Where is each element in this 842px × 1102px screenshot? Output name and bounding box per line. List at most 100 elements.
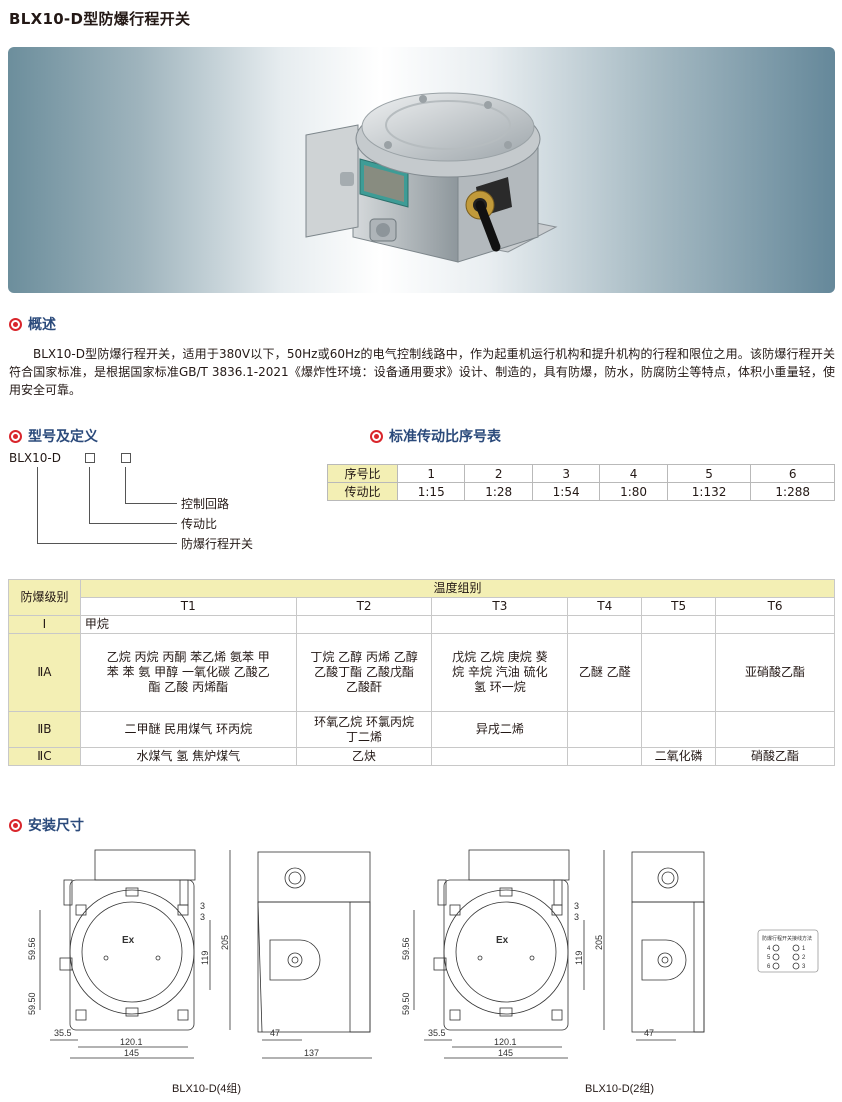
header-t1: T1 [79,597,297,616]
table-row: ⅡB 二甲醚 民用煤气 环丙烷 环氧乙烷 环氯丙烷 丁二烯 异戌二烯 [8,711,835,748]
dim-59-50: 59.50 [401,992,411,1015]
header-t3: T3 [431,597,569,616]
table-cell: 丁烷 乙醇 丙烯 乙醇 乙酸丁酯 乙酸戊酯 乙酸酐 [295,633,433,712]
ex-badge: Ex [122,935,135,946]
dim-59-50: 59.50 [27,992,37,1015]
section-ratio-heading: 标准传动比序号表 [370,426,501,446]
table-cell: 乙炔 [295,747,433,766]
header-t2: T2 [295,597,433,616]
terminal-6: 6 [767,964,771,970]
section-install-label: 安装尺寸 [28,818,84,834]
table-cell [295,615,433,634]
table-cell [715,615,835,634]
table-row: 传动比 1:15 1:28 1:54 1:80 1:132 1:288 [327,482,835,501]
model-item-ratio: 传动比 [181,517,218,531]
table-cell: 亚硝酸乙酯 [715,633,835,712]
level-cell: ⅡB [8,711,81,748]
terminal-1: 1 [802,946,806,952]
dim-205: 205 [594,935,604,950]
terminal-4: 4 [767,946,771,952]
header-t5: T5 [641,597,717,616]
ratio-number: 5 [666,464,752,483]
dim-47: 47 [270,1028,280,1038]
switch-illustration [305,92,558,263]
table-cell: 环氧乙烷 环氯丙烷 丁二烯 [295,711,433,748]
bullet-icon [9,317,22,331]
caption-2-groups: BLX10-D(2组) [585,1081,654,1095]
level-cell: Ⅰ [8,615,81,634]
ratio-number: 3 [531,464,601,483]
section-model-label: 型号及定义 [28,429,98,445]
ratio-value: 1:80 [599,482,668,501]
ratio-value: 1:132 [666,482,752,501]
overview-text: BLX10-D型防爆行程开关，适用于380V以下，50Hz或60Hz的电气控制线… [9,347,835,397]
front-view-2 [433,849,570,1031]
table-cell: 水煤气 氢 焦炉煤气 [79,747,297,766]
dim-59-56: 59.56 [401,937,411,960]
table-cell: 乙醚 乙醛 [567,633,643,712]
level-cell: ⅡA [8,633,81,712]
dim-120-1: 120.1 [494,1037,517,1047]
ratio-row1-label: 序号比 [327,464,398,483]
dim-3: 3 [200,901,205,911]
header-t4: T4 [567,597,643,616]
table-cell [641,633,717,712]
header-group: 温度组别 [79,579,836,598]
ex-badge: Ex [496,935,509,946]
table-cell [641,615,717,634]
side-view-2 [631,851,705,1033]
page-title: BLX10-D型防爆行程开关 [9,10,191,28]
header-t6: T6 [715,597,835,616]
table-cell: 二氧化磷 [641,747,717,766]
table-cell [567,615,643,634]
ratio-table: 序号比 1 2 3 4 5 6 传动比 1:15 1:28 1:54 1:80 … [327,464,835,501]
bullet-icon [9,429,22,443]
terminal-5: 5 [767,955,771,961]
terminal-3: 3 [802,964,806,970]
section-install-heading: 安装尺寸 [9,815,84,835]
dim-120-1: 120.1 [120,1037,143,1047]
wiring-title: 防爆行程开关接线方法 [762,935,812,942]
level-cell: ⅡC [8,747,81,766]
ratio-number: 4 [599,464,668,483]
table-cell [431,615,569,634]
table-cell [715,711,835,748]
table-cell: 戊烷 乙烷 庚烷 葵烷 辛烷 汽油 硫化氢 环一烷 [431,633,569,712]
ratio-value: 1:54 [531,482,601,501]
caption-4-groups: BLX10-D(4组) [172,1081,241,1095]
install-drawings: Ex 59.56 59.50 205 119 3 3 35.5 120.1 14… [27,849,819,1095]
table-cell: 硝酸乙酯 [715,747,835,766]
table-cell [641,711,717,748]
dim-137: 137 [304,1048,319,1058]
table-cell: 乙烷 丙烷 丙酮 苯乙烯 氨苯 甲苯 苯 氨 甲醇 一氧化碳 乙酸乙酯 乙酸 丙… [79,633,297,712]
product-photo [8,47,835,293]
ratio-value: 1:288 [750,482,835,501]
section-overview-heading: 概述 [9,314,56,334]
temperature-table: 防爆级别 温度组别 T1 T2 T3 T4 T5 T6 Ⅰ 甲烷 ⅡA 乙烷 丙… [8,579,836,766]
table-cell [567,747,643,766]
dim-119: 119 [200,951,210,965]
table-cell [431,747,569,766]
bullet-icon [9,818,22,832]
dim-35-5: 35.5 [54,1028,72,1038]
front-view-4 [59,849,196,1031]
ratio-number: 6 [750,464,835,483]
dim-3: 3 [574,912,579,922]
table-row: ⅡA 乙烷 丙烷 丙酮 苯乙烯 氨苯 甲苯 苯 氨 甲醇 一氧化碳 乙酸乙酯 乙… [8,633,835,712]
table-cell [567,711,643,748]
section-overview-label: 概述 [28,317,56,333]
wiring-diagram: 防爆行程开关接线方法 4 1 5 2 6 3 [757,929,819,973]
dim-35-5: 35.5 [428,1028,446,1038]
model-item-switch: 防爆行程开关 [181,537,254,551]
dim-119: 119 [574,951,584,965]
model-box-1 [85,453,95,463]
side-view-4 [257,851,371,1033]
dim-59-56: 59.56 [27,937,37,960]
ratio-number: 1 [396,464,466,483]
section-model-heading: 型号及定义 [9,426,98,446]
model-definition: BLX10-D 控制回路 传动比 防爆行程开关 [9,451,309,561]
model-box-2 [121,453,131,463]
dim-145: 145 [498,1048,513,1058]
dim-3: 3 [574,901,579,911]
table-row: 序号比 1 2 3 4 5 6 [327,464,835,483]
